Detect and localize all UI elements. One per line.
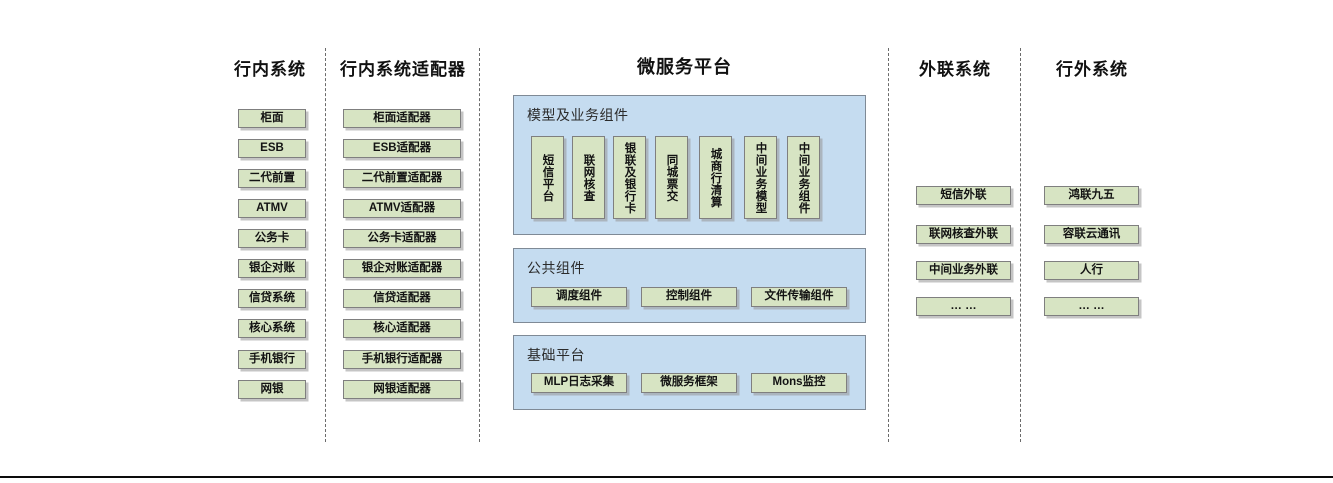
column-divider-4 [1020,48,1021,442]
panel-title-model-business-components: 模型及业务组件 [527,107,629,123]
node-model-component-6-label: 中间业务模型 [754,141,767,214]
panel-title-public-components: 公共组件 [527,260,585,276]
column-divider-1 [325,48,326,442]
node-in-bank-system-2[interactable]: ESB [238,139,306,158]
node-model-component-2-label: 联网核查 [582,153,595,202]
node-base-platform-2[interactable]: 微服务框架 [641,373,737,393]
node-in-bank-system-3[interactable]: 二代前置 [238,169,306,188]
node-model-component-4-label: 同城票交 [665,153,678,202]
bottom-horizontal-rule [0,476,1333,478]
column-divider-3 [888,48,889,442]
panel-public-components: 公共组件 [513,248,866,323]
node-in-bank-adapter-9[interactable]: 手机银行适配器 [343,350,461,369]
node-model-component-7[interactable]: 中间业务组件 [787,136,820,219]
node-in-bank-adapter-2[interactable]: ESB适配器 [343,139,461,158]
column-title-in-bank-adapters: 行内系统适配器 [340,60,466,79]
node-in-bank-adapter-8[interactable]: 核心适配器 [343,319,461,338]
node-model-component-6[interactable]: 中间业务模型 [744,136,777,219]
column-title-in-bank-systems: 行内系统 [234,60,306,79]
node-external-link-2[interactable]: 联网核查外联 [916,225,1011,244]
node-out-of-bank-4[interactable]: … … [1044,297,1139,316]
node-model-component-5-label: 城商行清算 [709,147,722,208]
node-out-of-bank-1[interactable]: 鸿联九五 [1044,186,1139,205]
node-external-link-4[interactable]: … … [916,297,1011,316]
node-external-link-1[interactable]: 短信外联 [916,186,1011,205]
node-model-component-1[interactable]: 短信平台 [531,136,564,219]
node-in-bank-system-5[interactable]: 公务卡 [238,229,306,248]
node-in-bank-system-10[interactable]: 网银 [238,380,306,399]
node-in-bank-system-6[interactable]: 银企对账 [238,259,306,278]
node-in-bank-adapter-3[interactable]: 二代前置适配器 [343,169,461,188]
node-in-bank-adapter-7[interactable]: 信贷适配器 [343,289,461,308]
node-model-component-1-label: 短信平台 [541,153,554,202]
node-in-bank-system-1[interactable]: 柜面 [238,109,306,128]
column-title-out-of-bank-systems: 行外系统 [1056,60,1128,79]
node-model-component-3-label: 银联及银行卡 [623,141,636,214]
panel-title-base-platform: 基础平台 [527,347,585,363]
node-public-component-2[interactable]: 控制组件 [641,287,737,307]
node-in-bank-system-4[interactable]: ATMV [238,199,306,218]
node-in-bank-adapter-4[interactable]: ATMV适配器 [343,199,461,218]
node-model-component-5[interactable]: 城商行清算 [699,136,732,219]
node-base-platform-3[interactable]: Mons监控 [751,373,847,393]
node-in-bank-adapter-5[interactable]: 公务卡适配器 [343,229,461,248]
panel-base-platform: 基础平台 [513,335,866,410]
column-title-microservice-platform: 微服务平台 [637,57,732,77]
node-model-component-7-label: 中间业务组件 [797,141,810,214]
column-divider-2 [479,48,480,442]
node-external-link-3[interactable]: 中间业务外联 [916,261,1011,280]
node-public-component-1[interactable]: 调度组件 [531,287,627,307]
column-title-external-link-systems: 外联系统 [919,60,991,79]
node-model-component-2[interactable]: 联网核查 [572,136,605,219]
node-model-component-3[interactable]: 银联及银行卡 [613,136,646,219]
node-out-of-bank-2[interactable]: 容联云通讯 [1044,225,1139,244]
node-public-component-3[interactable]: 文件传输组件 [751,287,847,307]
node-base-platform-1[interactable]: MLP日志采集 [531,373,627,393]
node-in-bank-system-7[interactable]: 信贷系统 [238,289,306,308]
node-in-bank-adapter-10[interactable]: 网银适配器 [343,380,461,399]
node-in-bank-system-9[interactable]: 手机银行 [238,350,306,369]
node-model-component-4[interactable]: 同城票交 [655,136,688,219]
node-in-bank-system-8[interactable]: 核心系统 [238,319,306,338]
node-out-of-bank-3[interactable]: 人行 [1044,261,1139,280]
node-in-bank-adapter-1[interactable]: 柜面适配器 [343,109,461,128]
node-in-bank-adapter-6[interactable]: 银企对账适配器 [343,259,461,278]
